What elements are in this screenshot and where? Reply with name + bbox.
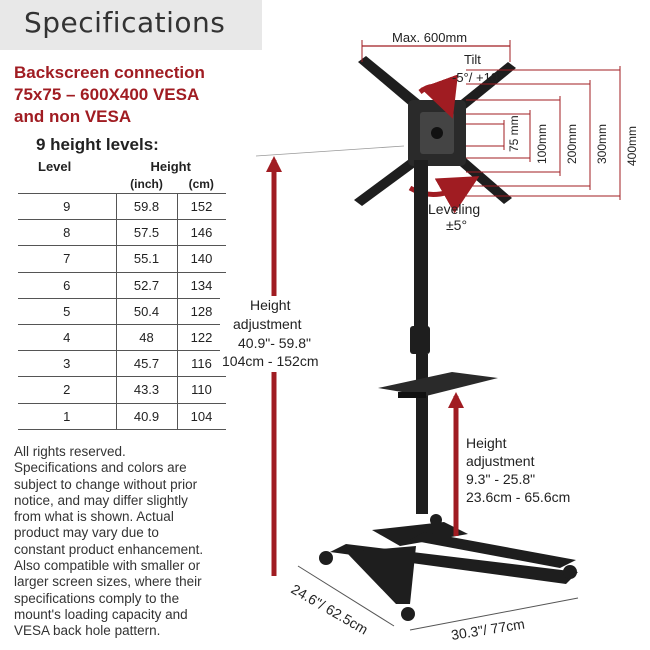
height-main-line: adjustment (233, 316, 302, 332)
vesa-300-label: 300mm (595, 124, 609, 164)
table-cell-inch: 43.3 (116, 376, 178, 404)
table-cell-cm: 116 (177, 350, 226, 378)
table-cell-cm: 128 (177, 298, 226, 325)
leveling-range: ±5° (446, 217, 467, 233)
table-cell-level: 4 (18, 324, 117, 352)
height-shelf-line: 23.6cm - 65.6cm (466, 489, 570, 505)
max-width-label: Max. 600mm (392, 30, 467, 45)
table-cell-level: 6 (18, 272, 117, 299)
shelf (378, 372, 498, 396)
vesa-75-label: 75 mm (507, 115, 521, 152)
table-cell-inch: 52.7 (116, 272, 178, 299)
vesa-100-label: 100mm (535, 124, 549, 164)
vesa-line: 75x75 – 600X400 VESA (14, 85, 200, 104)
unit-cm-header: (cm) (188, 177, 214, 191)
table-cell-inch: 50.4 (116, 298, 178, 325)
disclaimer-line: larger screen sizes, where their (14, 574, 202, 590)
table-cell-level: 8 (18, 219, 117, 247)
vesa-200-label: 200mm (565, 124, 579, 164)
vesa-line: Backscreen connection (14, 63, 205, 82)
height-main-line: 40.9"- 59.8" (238, 335, 311, 351)
table-cell-level: 9 (18, 192, 117, 221)
table-cell-inch: 48 (116, 324, 178, 352)
height-shelf-line: 9.3" - 25.8" (466, 471, 535, 487)
height-main-line: Height (250, 297, 291, 313)
stand-pole (410, 160, 430, 514)
vesa-400-label: 400mm (625, 126, 639, 166)
disclaimer-line: subject to change without prior (14, 476, 198, 492)
disclaimer-line: constant product enhancement. (14, 541, 204, 557)
table-cell-cm: 140 (177, 245, 226, 273)
tilt-range: -5°/ +10° (452, 70, 503, 85)
table-cell-inch: 59.8 (116, 192, 178, 221)
table-cell-cm: 146 (177, 219, 226, 247)
vesa-heading: Backscreen connection 75x75 – 600X400 VE… (14, 62, 254, 128)
disclaimer-line: mount's loading capacity and (14, 606, 188, 622)
height-shelf-line: adjustment (466, 453, 535, 469)
vesa-dimension-lines (466, 66, 621, 200)
table-cell-level: 2 (18, 376, 117, 404)
disclaimer-line: from what is shown. Actual (14, 509, 174, 525)
disclaimer-line: product may vary due to (14, 525, 159, 541)
base-depth-label: 24.6"/ 62.5cm (289, 581, 371, 638)
disclaimer-line: Also compatible with smaller or (14, 558, 201, 574)
base-width-label: 30.3"/ 77cm (450, 616, 526, 643)
table-cell-inch: 40.9 (116, 403, 178, 430)
table-cell-inch: 57.5 (116, 219, 178, 247)
table-cell-level: 1 (18, 403, 117, 430)
disclaimer-line: specifications comply to the (14, 590, 180, 606)
table-cell-level: 5 (18, 298, 117, 325)
vesa-line: and non VESA (14, 107, 132, 126)
height-main-line: 104cm - 152cm (222, 353, 318, 369)
col-level-header: Level (38, 158, 72, 174)
table-cell-cm: 134 (177, 272, 226, 299)
disclaimer-line: All rights reserved. (14, 444, 126, 459)
tilt-label: Tilt (464, 52, 481, 67)
table-cell-cm: 104 (177, 403, 226, 430)
table-cell-level: 3 (18, 350, 117, 378)
page-title: Specifications (24, 6, 226, 39)
disclaimer-line: Specifications and colors are (14, 460, 187, 476)
height-levels-title: 9 height levels: (36, 135, 159, 154)
spec-header: Specifications (0, 0, 262, 50)
disclaimer-text: All rights reserved.Specifications and c… (14, 444, 264, 640)
height-shelf-line: Height (466, 435, 507, 451)
disclaimer-line: VESA back hole pattern. (14, 623, 161, 639)
disclaimer-line: notice, and may differ slightly (14, 492, 188, 508)
unit-inch-header: (inch) (130, 177, 163, 191)
table-cell-inch: 45.7 (116, 350, 178, 378)
leveling-label: Leveling (428, 201, 480, 217)
table-cell-inch: 55.1 (116, 245, 178, 273)
stand-base (319, 514, 578, 621)
tilt-arrow-icon (418, 74, 458, 119)
table-cell-cm: 110 (177, 376, 226, 404)
table-cell-cm: 152 (177, 192, 226, 221)
col-height-header: Height (150, 158, 191, 174)
table-cell-level: 7 (18, 245, 117, 273)
table-cell-cm: 122 (177, 324, 226, 352)
